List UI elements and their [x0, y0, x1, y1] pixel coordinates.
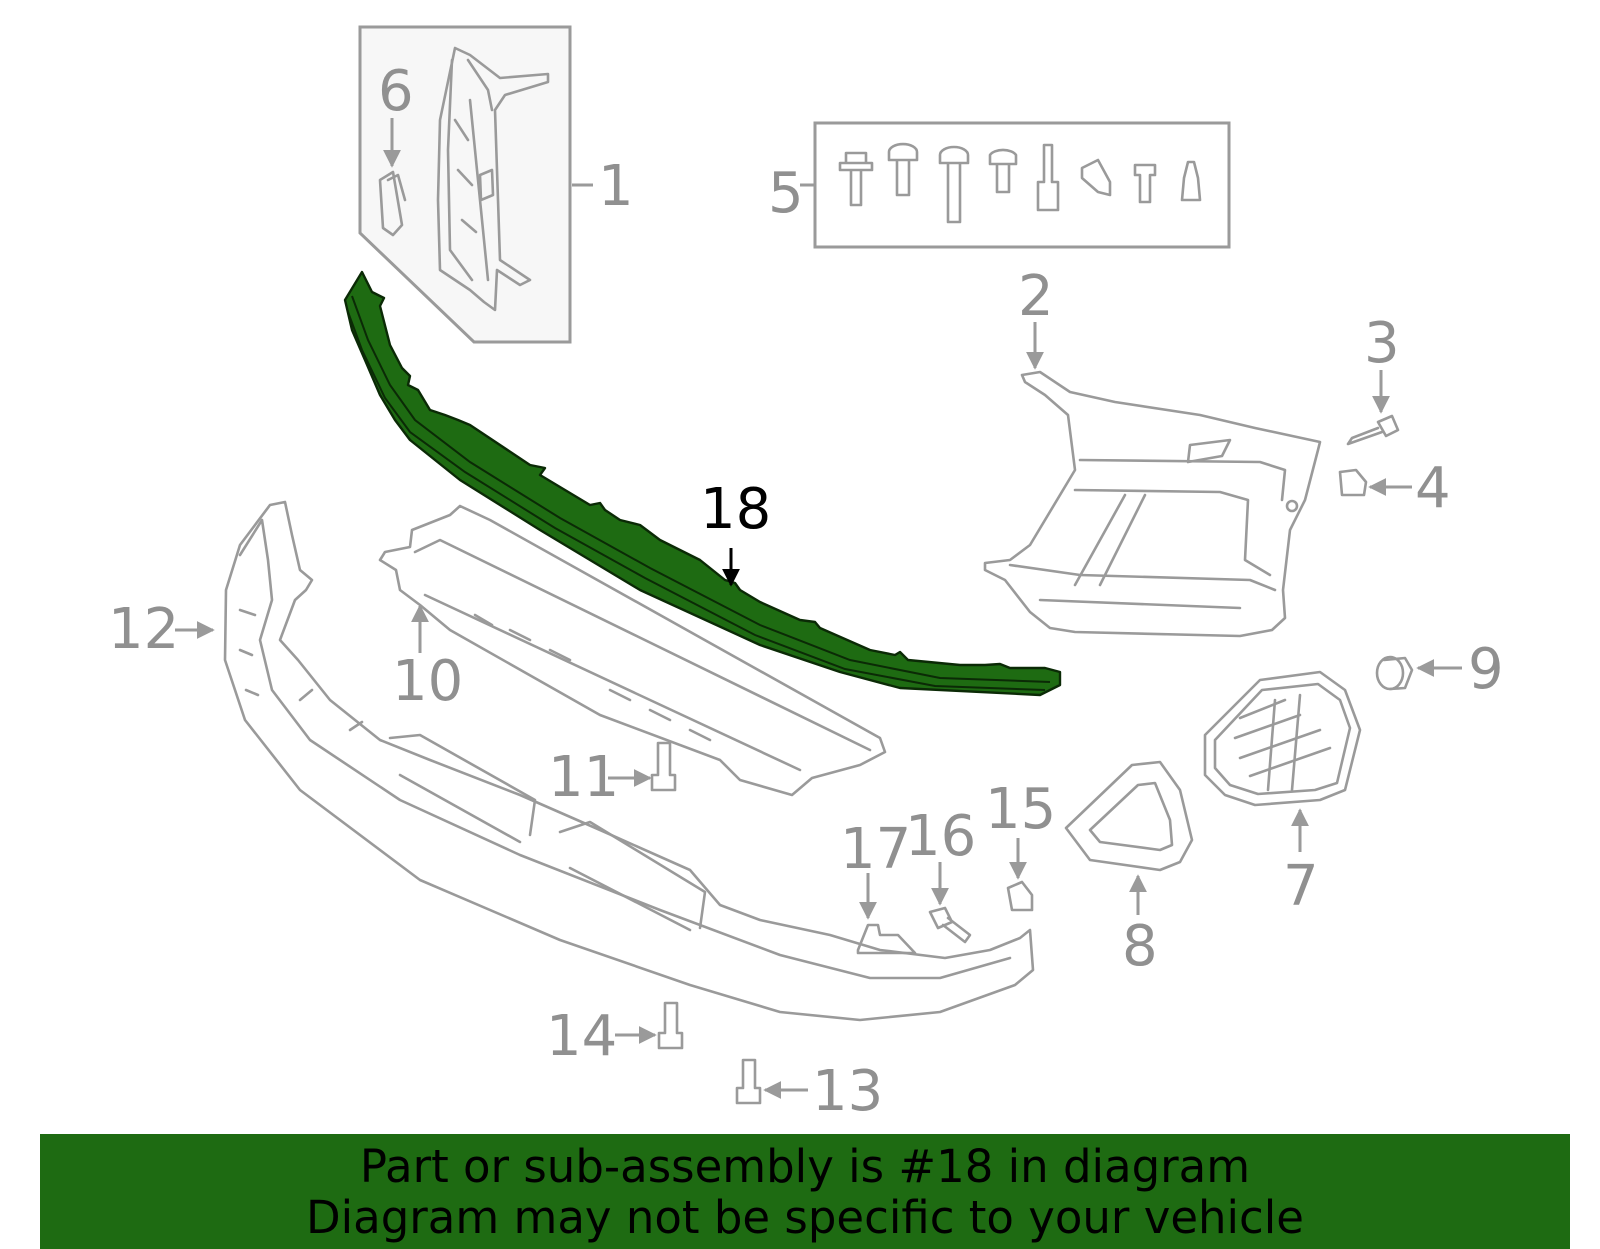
- part-16-screw: [928, 862, 972, 944]
- part-15-clip: [1006, 838, 1034, 912]
- part-5-hardware-kit: [800, 121, 1231, 249]
- part-3-screw: [1346, 370, 1400, 446]
- callout-18: 18: [700, 477, 771, 542]
- part-11-bolt: [608, 741, 677, 792]
- callout-12: 12: [108, 597, 179, 662]
- callout-10: 10: [392, 649, 463, 714]
- callout-1: 1: [598, 154, 634, 219]
- part-2-bumper-side-cover: [983, 322, 1322, 638]
- callout-13: 13: [812, 1059, 883, 1124]
- part-1-bracket-box: [358, 25, 572, 344]
- callout-9: 9: [1468, 637, 1504, 702]
- part-12-lower-cover: [175, 500, 1035, 1022]
- callout-2: 2: [1018, 264, 1054, 329]
- part-9-grommet: [1375, 655, 1462, 691]
- part-13-bolt: [735, 1058, 808, 1105]
- callout-14: 14: [546, 1004, 617, 1069]
- callout-15: 15: [985, 777, 1056, 842]
- callout-3: 3: [1364, 311, 1400, 376]
- banner-line-2: Diagram may not be specific to your vehi…: [306, 1191, 1304, 1244]
- callout-8: 8: [1122, 914, 1158, 979]
- callout-17: 17: [840, 817, 911, 882]
- part-7-grille: [1203, 670, 1362, 852]
- part-18-highlighted-absorber: [343, 270, 1062, 697]
- callout-11: 11: [548, 745, 619, 810]
- banner-line-1: Part or sub-assembly is #18 in diagram: [359, 1140, 1251, 1193]
- callout-5: 5: [768, 161, 804, 226]
- part-4-clip: [1338, 468, 1412, 497]
- callout-7: 7: [1283, 854, 1319, 919]
- callout-16: 16: [905, 804, 976, 869]
- part-8-bezel: [1064, 760, 1194, 915]
- callout-6: 6: [378, 59, 414, 124]
- callout-4: 4: [1415, 456, 1451, 521]
- part-17-bracket: [856, 873, 917, 955]
- part-14-bolt: [615, 1001, 684, 1050]
- part-info-banner: Part or sub-assembly is #18 in diagram D…: [40, 1134, 1570, 1249]
- part-10-deflector: [378, 504, 887, 797]
- part-6-clip: [378, 118, 407, 237]
